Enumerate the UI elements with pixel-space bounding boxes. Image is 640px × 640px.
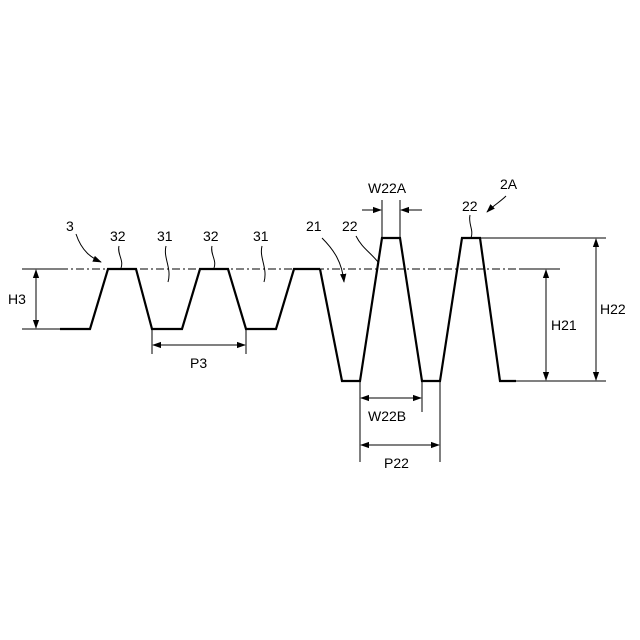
label-h22: H22 — [600, 301, 626, 317]
ref-2A-arrow — [487, 196, 506, 212]
label-w22a: W22A — [368, 180, 407, 196]
label-h3: H3 — [8, 291, 26, 307]
ref-3-arrow — [76, 234, 101, 262]
ref-31-right-leader — [261, 246, 265, 282]
profile-2A — [320, 238, 516, 381]
ref-31-left-leader — [165, 246, 169, 282]
profile-3 — [60, 269, 320, 329]
ref-22-left-leader — [356, 236, 378, 262]
label-ref-3: 3 — [66, 218, 74, 234]
label-p3: P3 — [190, 355, 207, 371]
label-ref-31-right: 31 — [253, 228, 269, 244]
label-h21: H21 — [551, 317, 577, 333]
label-ref-22-right: 22 — [462, 198, 478, 214]
label-ref-31-left: 31 — [157, 228, 173, 244]
label-ref-32-right: 32 — [203, 228, 219, 244]
label-ref-2A: 2A — [500, 176, 518, 192]
ref-32-left-leader — [119, 246, 122, 268]
label-ref-32-left: 32 — [110, 228, 126, 244]
label-ref-21: 21 — [306, 218, 322, 234]
label-p22: P22 — [384, 455, 409, 471]
label-w22b: W22B — [368, 408, 406, 424]
ref-22-right-leader — [470, 215, 472, 238]
ref-21-arrow — [322, 238, 344, 282]
ref-32-right-leader — [212, 246, 215, 268]
label-ref-22-left: 22 — [342, 218, 358, 234]
